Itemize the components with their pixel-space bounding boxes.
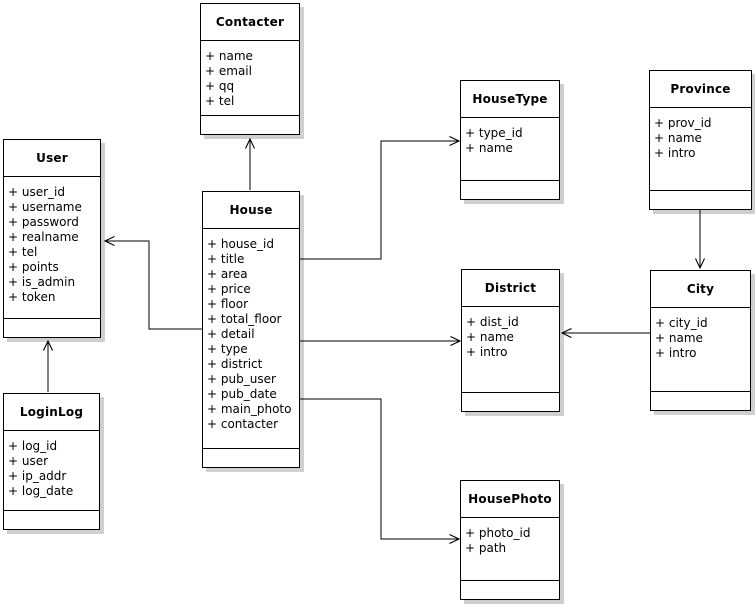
class-attributes: + name+ email+ qq+ tel	[201, 41, 299, 116]
class-attributes: + house_id+ title+ area+ price+ floor+ t…	[203, 229, 299, 449]
attribute-row: + log_date	[8, 484, 74, 498]
class-title: HousePhoto	[461, 481, 559, 518]
class-operations-empty	[201, 116, 299, 134]
connector-house-housetype	[300, 136, 461, 260]
attribute-row: + house_id	[207, 237, 275, 251]
class-attributes: + city_id+ name+ intro	[651, 308, 750, 392]
attribute-row: + photo_id	[465, 526, 531, 540]
attribute-row: + pub_date	[207, 387, 277, 401]
attribute-row: + dist_id	[466, 315, 519, 329]
attribute-row: + city_id	[655, 316, 708, 330]
class-box-province[interactable]: Province + prov_id+ name+ intro	[649, 70, 752, 210]
class-operations-empty	[650, 191, 751, 209]
attribute-row: + name	[654, 131, 702, 145]
attribute-row: + username	[8, 200, 82, 214]
class-attributes: + user_id+ username+ password+ realname+…	[4, 177, 100, 319]
attribute-row: + total_floor	[207, 312, 282, 326]
attribute-row: + type_id	[465, 126, 523, 140]
class-operations-empty	[461, 581, 559, 599]
attribute-row: + contacter	[207, 417, 279, 431]
class-operations-empty	[4, 319, 100, 337]
attribute-row: + password	[8, 215, 79, 229]
attribute-row: + prov_id	[654, 116, 712, 130]
attribute-row: + is_admin	[8, 275, 76, 289]
attribute-row: + detail	[207, 327, 255, 341]
class-box-user[interactable]: User + user_id+ username+ password+ real…	[3, 139, 101, 338]
attribute-row: + ip_addr	[8, 469, 67, 483]
attribute-row: + name	[466, 330, 514, 344]
class-attributes: + log_id+ user+ ip_addr+ log_date	[4, 431, 99, 511]
attribute-row: + intro	[654, 146, 696, 160]
class-title: LoginLog	[4, 394, 99, 431]
attribute-row: + pub_user	[207, 372, 276, 386]
class-title: User	[4, 140, 100, 177]
attribute-row: + user	[8, 454, 49, 468]
class-attributes: + dist_id+ name+ intro	[462, 307, 559, 393]
attribute-row: + price	[207, 282, 251, 296]
class-operations-empty	[4, 511, 99, 529]
attribute-row: + intro	[466, 345, 508, 359]
class-operations-empty	[651, 392, 750, 410]
attribute-row: + tel	[205, 94, 235, 108]
class-box-housephoto[interactable]: HousePhoto + photo_id+ path	[460, 480, 560, 600]
class-box-district[interactable]: District + dist_id+ name+ intro	[461, 269, 560, 412]
class-title: House	[203, 192, 299, 229]
class-title: City	[651, 271, 750, 308]
class-attributes: + photo_id+ path	[461, 518, 559, 581]
connector-house-user	[103, 236, 202, 330]
attribute-row: + path	[465, 541, 507, 555]
attribute-row: + district	[207, 357, 263, 371]
attribute-row: + email	[205, 64, 252, 78]
class-box-house[interactable]: House + house_id+ title+ area+ price+ fl…	[202, 191, 300, 468]
class-attributes: + prov_id+ name+ intro	[650, 108, 751, 191]
attribute-row: + name	[465, 141, 513, 155]
attribute-row: + points	[8, 260, 59, 274]
class-box-city[interactable]: City + city_id+ name+ intro	[650, 270, 751, 411]
class-box-housetype[interactable]: HouseType + type_id+ name	[460, 80, 560, 200]
attribute-row: + name	[655, 331, 703, 345]
attribute-row: + intro	[655, 346, 697, 360]
class-title: HouseType	[461, 81, 559, 118]
class-box-loginlog[interactable]: LoginLog + log_id+ user+ ip_addr+ log_da…	[3, 393, 100, 530]
attribute-row: + type	[207, 342, 248, 356]
attribute-row: + qq	[205, 79, 235, 93]
attribute-row: + area	[207, 267, 248, 281]
class-title: Province	[650, 71, 751, 108]
attribute-row: + main_photo	[207, 402, 292, 416]
attribute-row: + title	[207, 252, 245, 266]
attribute-row: + log_id	[8, 439, 58, 453]
attribute-row: + token	[8, 290, 56, 304]
class-operations-empty	[203, 449, 299, 467]
class-box-contacter[interactable]: Contacter + name+ email+ qq+ tel	[200, 3, 300, 135]
attribute-row: + realname	[8, 230, 79, 244]
attribute-row: + name	[205, 49, 253, 63]
class-title: District	[462, 270, 559, 307]
attribute-row: + floor	[207, 297, 249, 311]
attribute-row: + user_id	[8, 185, 65, 199]
class-attributes: + type_id+ name	[461, 118, 559, 181]
class-title: Contacter	[201, 4, 299, 41]
attribute-row: + tel	[8, 245, 38, 259]
class-operations-empty	[461, 181, 559, 199]
connector-house-housephoto	[300, 398, 461, 544]
class-operations-empty	[462, 393, 559, 411]
